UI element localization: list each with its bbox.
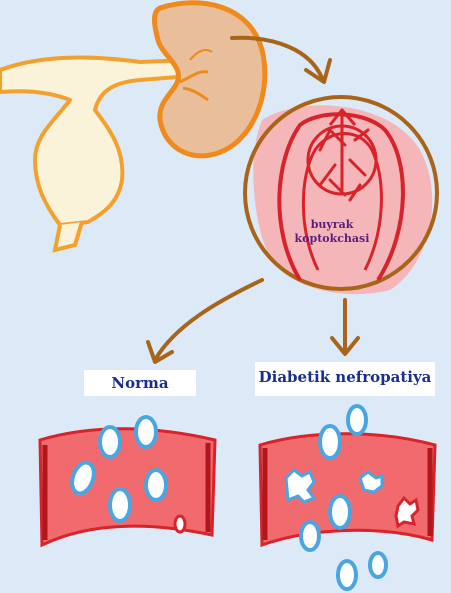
kidney-illustration (152, 0, 268, 159)
glomerulus-label: buyrak koptokchasi (292, 218, 372, 246)
urinary-tract-illustration (0, 55, 192, 253)
normal-vessel (38, 415, 217, 548)
normal-label: Norma (84, 370, 196, 396)
arrow-kidney-to-glomerulus (230, 35, 332, 84)
diabetic-vessel (258, 404, 437, 552)
glomerulus-label-line2: koptokchasi (294, 232, 370, 245)
arrow-to-normal (146, 278, 264, 364)
arrow-to-diabetic (330, 298, 360, 356)
glomerulus-illustration (243, 95, 439, 295)
diabetic-label: Diabetik nefropatiya (255, 362, 435, 396)
glomerulus-label-line1: buyrak (310, 218, 354, 231)
leaking-cells (336, 551, 388, 591)
